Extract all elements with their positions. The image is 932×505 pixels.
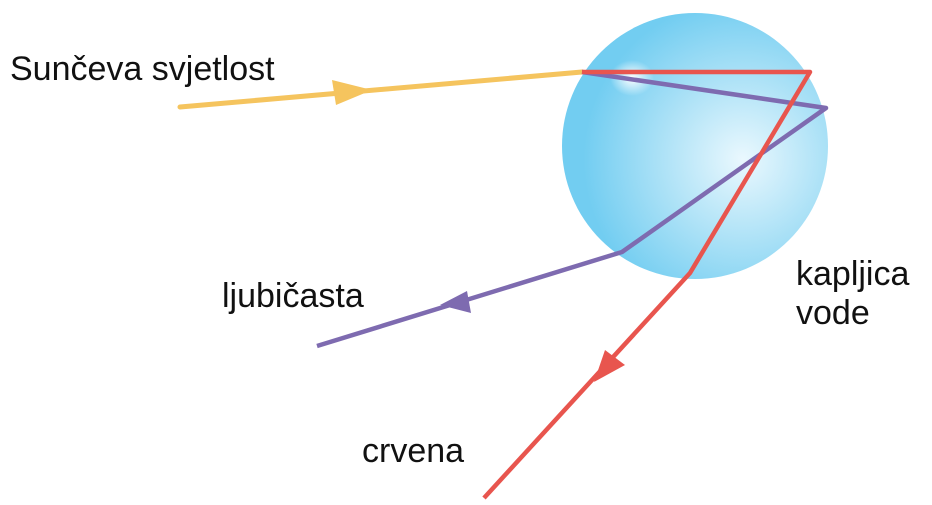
violet-label: ljubičasta	[222, 277, 364, 315]
violet-arrowhead	[440, 291, 471, 313]
sunlight-label: Sunčeva svjetlost	[10, 50, 275, 88]
droplet-label-line2: vode	[796, 294, 870, 333]
droplet-label-line1: kapljica	[796, 255, 910, 293]
water-droplet	[562, 13, 828, 279]
red-ray	[482, 69, 813, 500]
red-label: crvena	[362, 432, 465, 470]
red-arrowhead	[594, 350, 625, 382]
sunlight-ray	[177, 69, 585, 110]
droplet-label: kapljica vode	[796, 255, 909, 333]
sunlight-arrowhead	[332, 80, 372, 105]
droplet-body	[562, 13, 828, 279]
violet-ray	[316, 69, 829, 349]
